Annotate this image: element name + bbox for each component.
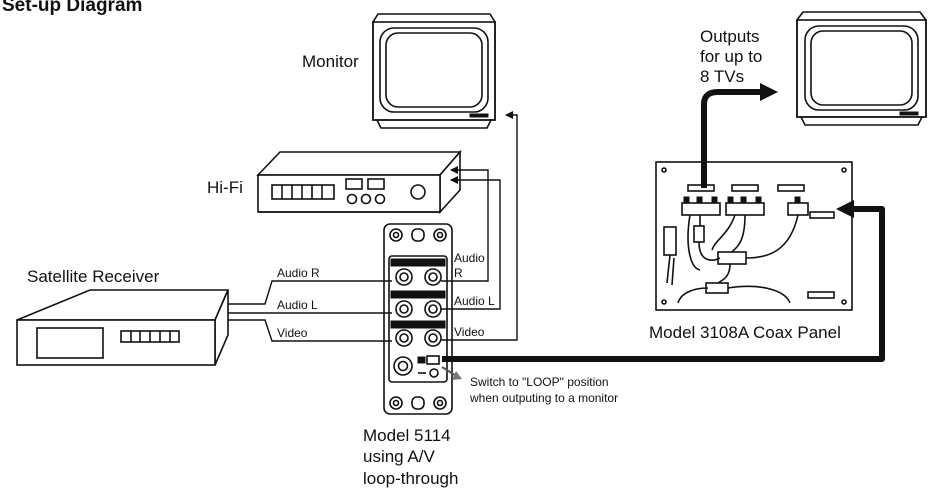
wallplate-label-2: using A/V [363,447,435,466]
label-sat-audio-l: Audio L [277,298,318,312]
tv-device [796,11,927,126]
tv-outputs-label-3: 8 TVs [700,67,744,86]
cable-coax-to-tvs [701,83,778,188]
label-sat-audio-r: Audio R [277,266,320,280]
label-out-video: Video [454,325,485,339]
label-out-audio-l: Audio L [454,294,495,308]
label-sat-video: Video [277,326,308,340]
label-out-audio-r-1: Audio [454,251,485,265]
cable-out-audio-l [441,176,501,310]
hifi-device [256,149,462,215]
tv-outputs-label-1: Outputs [700,27,760,46]
satellite-receiver-device [16,289,230,366]
switch-note-line-2: when outputing to a monitor [469,391,618,405]
coax-panel-label: Model 3108A Coax Panel [649,323,841,342]
wallplate-label-1: Model 5114 [363,426,451,445]
cable-sat-audio-r [228,280,392,305]
label-out-audio-r-2: R [454,266,463,280]
satellite-receiver-label: Satellite Receiver [27,267,160,286]
cable-out-audio-r [441,166,489,282]
cable-out-video [441,111,518,341]
monitor-label: Monitor [302,52,359,71]
coax-panel-device [655,161,853,311]
tv-outputs-label-2: for up to [700,47,762,66]
monitor-device [372,13,496,129]
cable-sat-video [228,319,392,342]
hifi-label: Hi-Fi [207,178,243,197]
switch-note-line-1: Switch to "LOOP" position [470,375,609,389]
cable-coax-to-panel [442,200,885,362]
wallplate-label-3: loop-through [363,469,458,488]
diagram-title: Set-up Diagram [2,0,142,16]
wallplate-model-5114 [383,223,453,415]
switch-arrow-icon [452,371,462,380]
